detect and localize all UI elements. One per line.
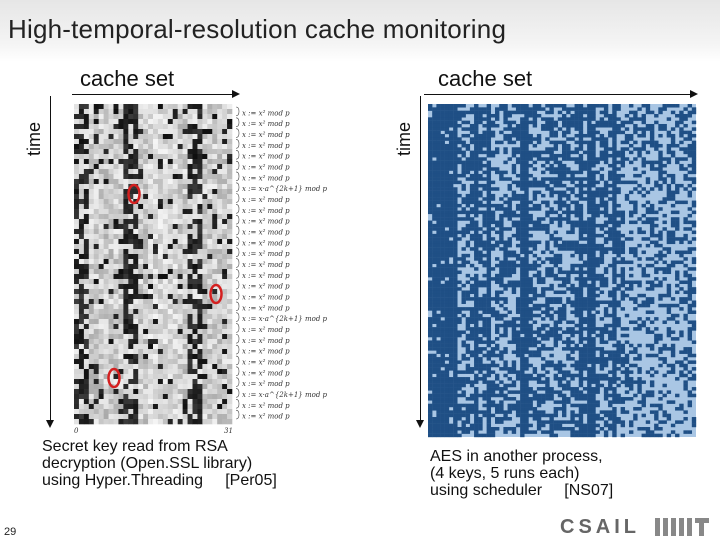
operation-annotation: x := x·a^{2k+1} mod p <box>242 315 328 323</box>
brace-mark <box>235 258 240 268</box>
operation-annotation: x := x·a^{2k+1} mod p <box>242 391 328 399</box>
operation-annotation: x := x² mod p <box>242 239 290 247</box>
rsa-trace-cells <box>74 104 233 425</box>
operation-annotation: x := x² mod p <box>242 358 290 366</box>
rsa-cache-trace-figure: 0 31 x := x² mod p x := x² mod p x := x² mod… <box>74 104 328 435</box>
operation-annotation: x := x² mod p <box>242 380 290 388</box>
operation-annotation: x := x² mod p <box>242 369 290 377</box>
left-caption: Secret key read from RSA decryption (Ope… <box>42 438 277 489</box>
right-y-axis-arrow <box>416 96 424 428</box>
operation-annotation: x := x² mod p <box>242 174 290 182</box>
brace-mark <box>235 106 240 117</box>
left-x-axis-label: cache set <box>80 66 175 91</box>
operation-annotation: x := x² mod p <box>242 207 290 215</box>
operation-annotation: x := x² mod p <box>242 131 290 139</box>
operation-annotation: x := x² mod p <box>242 229 290 237</box>
slide-title: High-temporal-resolution cache monitorin… <box>8 14 507 44</box>
brace-mark <box>235 117 240 127</box>
operation-annotation: x := x² mod p <box>242 218 290 226</box>
operation-annotation: x := x² mod p <box>242 196 290 204</box>
brace-mark <box>235 312 240 322</box>
operation-annotation: x := x² mod p <box>242 348 290 356</box>
operation-annotation: x := x·a^{2k+1} mod p <box>242 185 328 193</box>
operation-annotation: x := x² mod p <box>242 153 290 161</box>
aes-trace-cells <box>428 104 697 438</box>
brace-mark <box>235 182 240 192</box>
right-x-axis-label: cache set <box>438 66 533 91</box>
operation-annotation: x := x² mod p <box>242 272 290 280</box>
left-y-axis-arrow <box>46 96 54 428</box>
slide-title-bar <box>0 0 720 62</box>
operation-annotation: x := x² mod p <box>242 337 290 345</box>
brace-mark <box>235 301 240 312</box>
operation-annotation: x := x² mod p <box>242 402 290 410</box>
operation-annotation: x := x² mod p <box>242 120 290 128</box>
brace-mark <box>235 409 240 420</box>
highlight-circle <box>107 367 121 389</box>
brace-mark <box>235 399 240 409</box>
operation-annotation: x := x² mod p <box>242 109 290 117</box>
brace-mark <box>235 247 240 257</box>
operation-annotation: x := x² mod p <box>242 293 290 301</box>
brace-mark <box>235 236 240 247</box>
operation-annotation: x := x² mod p <box>242 261 290 269</box>
brace-mark <box>235 279 240 290</box>
brace-mark <box>235 334 240 344</box>
right-x-axis-arrow <box>424 90 698 98</box>
brace-mark <box>235 128 240 138</box>
left-x-axis-arrow <box>72 90 240 98</box>
page-number: 29 <box>4 526 17 538</box>
brace-mark <box>235 366 240 376</box>
highlight-circle <box>127 183 141 205</box>
x-tick-0: 0 <box>74 427 79 435</box>
mit-logo-icon <box>655 518 709 536</box>
operation-annotation: x := x² mod p <box>242 250 290 258</box>
brace-mark <box>235 225 240 236</box>
brace-mark <box>235 323 240 333</box>
brace-mark <box>235 214 240 225</box>
right-caption: AES in another process, (4 keys, 5 runs … <box>430 448 614 499</box>
aes-cache-trace-figure <box>428 104 697 438</box>
brace-mark <box>235 160 240 171</box>
x-tick-31: 31 <box>224 427 233 435</box>
brace-mark <box>235 139 240 149</box>
brace-mark <box>235 355 240 366</box>
operation-annotation: x := x² mod p <box>242 413 290 421</box>
right-y-axis-label: time <box>394 121 414 156</box>
brace-mark <box>235 344 240 355</box>
brace-mark <box>235 377 240 387</box>
brace-mark <box>235 171 240 182</box>
brace-mark <box>235 193 240 203</box>
brace-mark <box>235 269 240 279</box>
brace-mark <box>235 388 240 398</box>
left-y-axis-label: time <box>24 121 44 156</box>
highlight-circle <box>209 283 223 305</box>
csail-logo: CSAIL <box>560 516 640 538</box>
operation-annotation: x := x² mod p <box>242 304 290 312</box>
operation-annotation: x := x² mod p <box>242 164 290 172</box>
brace-mark <box>235 150 240 160</box>
operation-annotation: x := x² mod p <box>242 142 290 150</box>
operation-annotation: x := x² mod p <box>242 283 290 291</box>
brace-mark <box>235 204 240 214</box>
brace-mark <box>235 290 240 301</box>
operation-annotation: x := x² mod p <box>242 326 290 334</box>
